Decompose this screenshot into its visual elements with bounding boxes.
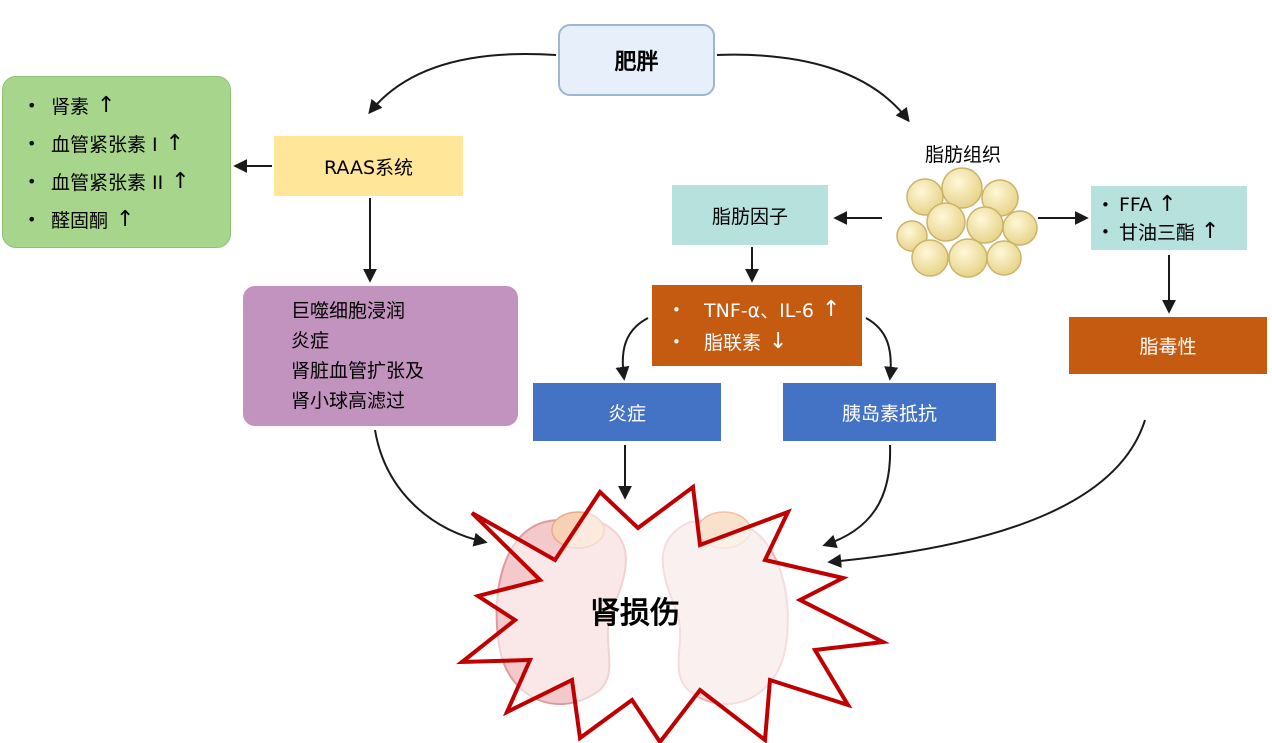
insulin-resistance-node: 胰岛素抵抗 [783,383,996,441]
ffa-label: 甘油三酯 [1119,222,1196,244]
bullet: • [672,332,681,351]
hormone-item: • 血管紧张素 II ↑ [27,162,190,200]
ffa-node: • FFA ↑ • 甘油三酯 ↑ [1091,186,1247,250]
hormone-item: • 肾素 ↑ [27,86,115,124]
ffa-label: FFA [1119,193,1153,216]
up-arrow-icon: ↑ [165,130,185,156]
macro-line: 炎症 [291,330,330,352]
ffa-item: • 甘油三酯 ↑ [1101,218,1219,245]
bullet: • [27,171,37,191]
cytokine-label: 脂联素 [704,332,762,354]
bullet: • [27,95,37,115]
bullet: • [1101,195,1110,214]
cytokine-item: • TNF-α、IL-6 ↑ [672,294,840,326]
hormone-list: • 肾素 ↑ • 血管紧张素 I ↑ • 血管紧张素 II ↑ • 醛固酮 ↑ [2,76,231,248]
inflammation-node: 炎症 [533,383,721,441]
macro-line: 巨噬细胞浸润 [291,300,406,322]
bullet: • [672,300,681,319]
cytokine-node: • TNF-α、IL-6 ↑ • 脂联素 ↓ [652,285,862,366]
hormone-label: 肾素 [51,95,90,118]
injury-burst [456,483,890,743]
adipokine-node: 脂肪因子 [672,185,828,245]
up-arrow-icon: ↑ [1158,192,1177,217]
hormone-item: • 血管紧张素 I ↑ [27,124,184,162]
macro-line: 肾小球高滤过 [291,390,406,412]
bullet: • [27,133,37,153]
adipose-tissue-label: 脂肪组织 [924,143,1001,166]
hormone-label: 醛固酮 [51,209,109,232]
bullet: • [27,209,37,229]
cytokine-item: • 脂联素 ↓ [672,326,787,358]
up-arrow-icon: ↑ [821,297,841,322]
adipose-cells-image [896,167,1038,278]
lipotoxicity-node: 脂毒性 [1069,317,1267,374]
macro-line: 肾脏血管扩张及 [291,360,425,382]
obesity-node: 肥胖 [558,24,715,96]
raas-node: RAAS系统 [274,136,463,196]
down-arrow-icon: ↓ [769,329,788,354]
bullet: • [1101,222,1110,241]
hormone-item: • 醛固酮 ↑ [27,200,134,238]
ffa-item: • FFA ↑ [1101,191,1177,218]
up-arrow-icon: ↑ [171,168,190,194]
hormone-label: 血管紧张素 II [51,171,164,194]
up-arrow-icon: ↑ [1201,219,1220,244]
up-arrow-icon: ↑ [116,206,135,232]
macrophage-node: 巨噬细胞浸润 炎症 肾脏血管扩张及 肾小球高滤过 [243,286,518,426]
hormone-label: 血管紧张素 I [51,133,158,156]
kidney-injury-label: 肾损伤 [590,596,680,631]
up-arrow-icon: ↑ [97,92,116,118]
cytokine-label: TNF-α、IL-6 [704,300,814,322]
